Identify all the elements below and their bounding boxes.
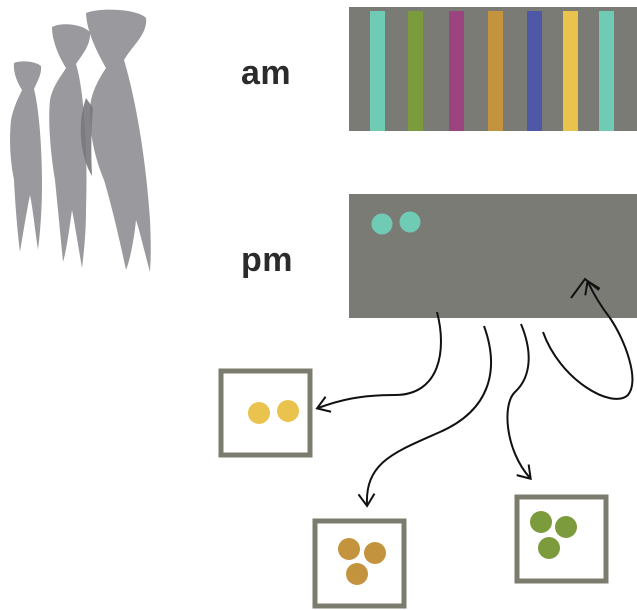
green-box-dot [555,516,577,538]
arrows [315,277,634,508]
am-label: am [241,54,292,92]
am-panel [349,7,637,131]
orange-box [312,518,407,609]
people-silhouettes-icon [10,9,151,273]
orange-box-dot [346,563,368,585]
pm-dot [371,213,393,235]
person-small-silhouette [10,61,42,252]
am-stripe [599,11,614,131]
am-stripe [449,11,464,131]
green-box-dot [530,511,552,533]
yellow-box [218,368,313,458]
orange-box-frame [312,518,407,609]
curved-arrow-icon [315,311,442,413]
yellow-box-dot [277,400,299,422]
pm-dot [399,211,421,233]
am-stripe [527,11,542,131]
am-stripe [408,11,423,131]
person-overlap-shadow [80,98,93,176]
am-stripe [488,11,503,131]
orange-box-dots [338,538,386,585]
person-tall-silhouette [86,9,151,273]
green-box [514,494,609,584]
yellow-box-dot [248,402,270,424]
pm-dots [371,211,421,235]
pm-label: pm [241,241,293,279]
curved-arrow-icon [506,323,532,481]
curved-arrowhead-pm-return [570,277,600,299]
curved-arrow-icon [542,279,634,400]
pm-panel [349,194,637,318]
am-stripe [563,11,578,131]
orange-box-dot [338,538,360,560]
curved-arrow-icon [357,325,492,508]
am-stripes [370,11,614,131]
green-box-dot [538,537,560,559]
person-middle-silhouette [49,24,91,269]
green-box-frame [514,494,609,584]
pm-panel-background [349,194,637,318]
green-box-dots [530,511,577,559]
am-stripe [370,11,385,131]
yellow-box-dots [248,400,299,424]
orange-box-dot [364,542,386,564]
